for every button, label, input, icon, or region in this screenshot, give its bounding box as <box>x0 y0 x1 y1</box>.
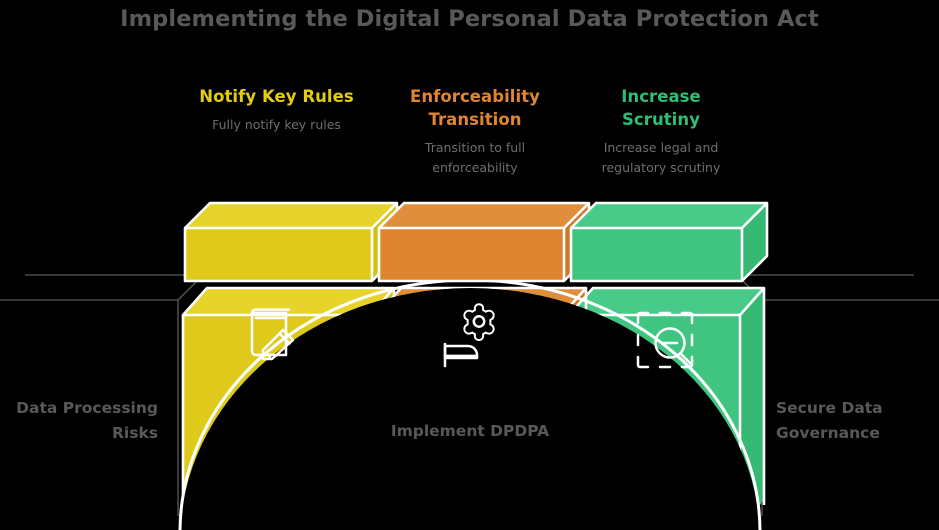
upper-orange-top <box>379 203 589 228</box>
side-label-right: Secure Data Governance <box>776 396 939 446</box>
notebook-pencil-icon <box>250 308 295 361</box>
column-title-notify-key-rules: Notify Key Rules <box>199 87 354 106</box>
column-subtitle-enforceability-transition-line2: enforceability <box>432 160 518 175</box>
arch-segment-green[interactable] <box>569 288 764 530</box>
arch-segment-yellow[interactable] <box>183 288 394 530</box>
column-subtitle-enforceability-transition-line1: Transition to full <box>424 140 526 155</box>
arch-segment-orange[interactable] <box>377 288 586 530</box>
upper-block-yellow[interactable] <box>183 201 399 283</box>
upper-green-front <box>571 228 742 281</box>
column-subtitle-notify-key-rules: Fully notify key rules <box>212 117 341 132</box>
upper-orange-front <box>379 228 564 281</box>
upper-yellow-top <box>185 203 397 228</box>
page-title: Implementing the Digital Personal Data P… <box>120 6 819 32</box>
dashed-box-magnifier-minus-icon <box>636 311 694 369</box>
arch-yellow-side <box>370 288 394 530</box>
arch-yellow-top <box>183 288 394 315</box>
upper-tier-blocks <box>183 201 769 283</box>
arch-orange-side <box>562 288 586 530</box>
column-title-enforceability-transition-line2: Transition <box>428 110 522 129</box>
column-title-increase-scrutiny-line1: Increase <box>621 87 701 106</box>
side-label-left-line2: Risks <box>111 424 158 442</box>
column-subtitle-increase-scrutiny-line2: regulatory scrutiny <box>601 160 721 175</box>
upper-green-top <box>571 203 767 228</box>
upper-block-orange[interactable] <box>377 201 591 283</box>
column-title-enforceability-transition-line1: Enforceability <box>410 87 540 106</box>
gear-flag-icon <box>443 303 495 368</box>
upper-block-green[interactable] <box>569 201 769 283</box>
column-header-increase-scrutiny: Increase Scrutiny Increase legal and reg… <box>566 85 756 178</box>
arch-green-side <box>740 288 764 530</box>
side-label-left: Data Processing Risks <box>0 396 158 446</box>
side-label-left-line1: Data Processing <box>16 399 158 417</box>
column-title-increase-scrutiny-line2: Scrutiny <box>622 110 700 129</box>
column-subtitle-increase-scrutiny-line1: Increase legal and <box>603 140 719 155</box>
side-label-right-line2: Governance <box>776 424 880 442</box>
arch-green-top <box>569 288 764 315</box>
center-caption: Implement DPDPA <box>390 422 550 440</box>
side-label-right-line1: Secure Data <box>776 399 883 417</box>
upper-yellow-front <box>185 228 372 281</box>
column-header-notify-key-rules: Notify Key Rules Fully notify key rules <box>175 85 378 135</box>
column-header-enforceability-transition: Enforceability Transition Transition to … <box>380 85 570 178</box>
